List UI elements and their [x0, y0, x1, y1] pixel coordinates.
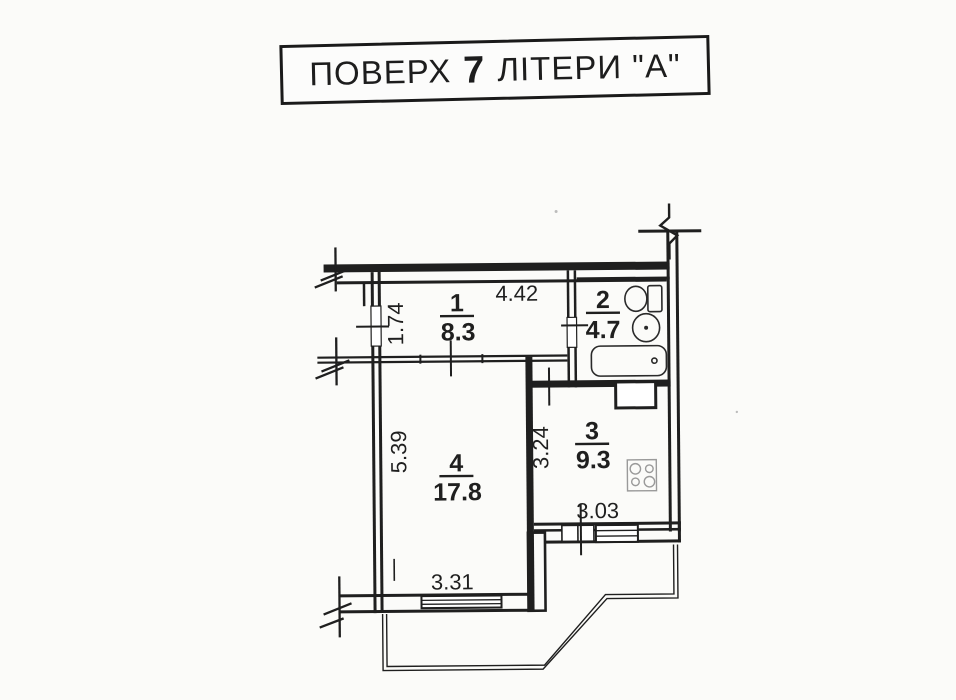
room-labels: 1 8.3 2 4.7 3 9.3 4 17.8	[433, 286, 621, 507]
outer-wall-left-outer-b	[371, 346, 377, 614]
room-label-2: 2 4.7	[585, 286, 621, 344]
bathroom-fixtures	[590, 284, 668, 377]
room3-underline	[575, 442, 610, 446]
break-mark-bottom-left	[319, 576, 352, 638]
room4-underline	[439, 474, 474, 478]
dim-room4-width: 3.31	[431, 569, 474, 594]
outer-wall-left-inner-b	[378, 346, 384, 614]
toilet-icon	[624, 284, 663, 313]
wall-bath-top-inner	[576, 276, 670, 281]
room-label-3: 3 9.3	[575, 417, 611, 474]
dimension-ticks	[356, 324, 589, 581]
wall-kitchen-south-cap	[677, 521, 681, 543]
wall-bath-left-inner-a	[573, 270, 577, 318]
window-livingroom	[420, 594, 503, 610]
outer-wall-top	[323, 261, 670, 273]
vent-shaft	[614, 380, 658, 410]
break-mark-top-right	[658, 203, 680, 260]
wall-break-marks	[314, 203, 680, 638]
outer-wall-right-outer	[675, 231, 681, 532]
wall-living-south-inner	[339, 608, 534, 614]
entry-niche-wall	[362, 283, 366, 307]
interior-walls	[317, 270, 671, 612]
wall-bath-left-inner-b	[574, 347, 578, 388]
wall-bath-left-outer-a	[566, 270, 570, 318]
wall-living-kitchen	[525, 356, 535, 612]
room2-underline	[585, 311, 620, 315]
outer-wall-left-outer-a	[370, 272, 374, 307]
dim-room1-width: 4.42	[495, 281, 538, 306]
dimension-labels: 4.42 1.74 3.24 3.03 5.39 3.31	[383, 281, 619, 595]
outer-wall-left-inner-a	[377, 272, 381, 307]
dim-room1-depth: 1.74	[383, 302, 408, 345]
wall-hall-living-top	[317, 354, 568, 359]
room-label-4: 4 17.8	[433, 449, 482, 506]
dim-room4-depth: 5.39	[386, 430, 411, 473]
wall-joint-b	[481, 354, 484, 364]
scan-specks	[554, 210, 739, 414]
bathtub-icon	[590, 344, 668, 377]
break-mark-mid-left	[315, 337, 350, 386]
stove-icon	[626, 458, 658, 492]
room1-number: 1	[450, 289, 464, 317]
break-mark-top-left	[314, 247, 350, 292]
openings	[370, 305, 639, 610]
window-kitchen	[594, 523, 639, 544]
room2-number: 2	[596, 286, 610, 314]
room-label-1: 1 8.3	[439, 289, 476, 347]
room3-area: 9.3	[576, 446, 611, 474]
wall-facade-step	[526, 531, 547, 613]
room4-number: 4	[449, 449, 463, 477]
wall-hall-living-bot	[317, 359, 568, 364]
dim-room3-depth: 3.24	[528, 426, 553, 469]
room4-area: 17.8	[433, 478, 482, 506]
bathroom-door-opening	[566, 316, 578, 349]
wall-joint-a	[419, 354, 422, 364]
room2-area: 4.7	[586, 316, 621, 344]
balcony-railing	[381, 544, 679, 672]
room1-underline	[439, 314, 475, 318]
balcony-door	[561, 524, 595, 543]
room3-number: 3	[585, 417, 599, 445]
wall-bath-left-outer-b	[567, 347, 571, 388]
room1-area: 8.3	[441, 318, 476, 346]
sink-icon	[631, 312, 661, 343]
dim-room3-width: 3.03	[576, 498, 619, 523]
